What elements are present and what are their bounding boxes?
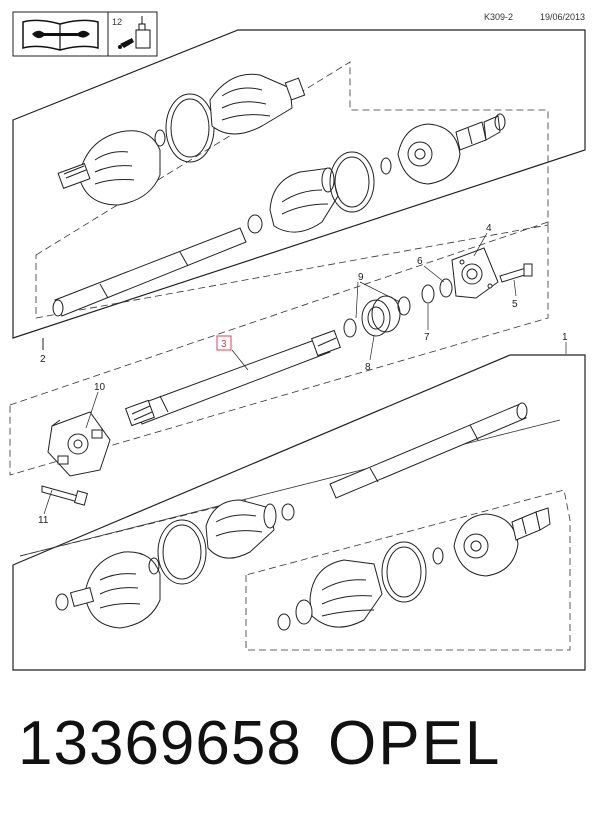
upper-clamp-band-b	[329, 151, 375, 213]
bearing-housing-4	[451, 247, 499, 299]
lower-clip-ring-d	[277, 613, 291, 631]
lower-boot-a	[205, 499, 277, 559]
icon-ref-number: 12	[112, 17, 122, 27]
brand-name: OPEL	[328, 709, 502, 778]
callout-9: 9	[358, 272, 364, 283]
lubricant-can-icon: 12	[112, 16, 151, 49]
lower-clamp-band-a	[157, 519, 207, 585]
lower-clip-ring-c	[281, 503, 295, 521]
lower-clip-ring-a	[55, 593, 69, 611]
middle-shaft-assembly	[9, 221, 549, 506]
upper-clip-ring-b	[247, 214, 263, 234]
upper-clamp-band-a	[165, 93, 215, 163]
lower-inner-tripod-joint	[453, 507, 551, 577]
diagram-code: K309-2	[484, 12, 513, 22]
upper-clip-ring-a	[154, 129, 166, 147]
leader-lines	[43, 232, 567, 515]
service-manual-icon	[22, 19, 99, 51]
upper-outer-cv-joint	[57, 130, 161, 206]
callout-5: 5	[512, 299, 518, 310]
snap-ring-9	[343, 318, 357, 338]
upper-clip-ring-c	[494, 113, 506, 131]
lower-clamp-band-b	[381, 541, 427, 603]
diagram-date: 19/06/2013	[540, 12, 585, 22]
washer-7	[421, 284, 435, 304]
callout-11: 11	[38, 515, 49, 526]
lower-shaft-assembly	[12, 354, 586, 671]
bearing-bracket-10	[47, 411, 111, 477]
bolt-5	[499, 263, 533, 283]
ring-6	[439, 278, 453, 298]
upper-inner-tripod-joint	[397, 115, 501, 185]
upper-shaft-assembly	[12, 29, 586, 339]
lower-boot-b	[295, 559, 383, 628]
part-number: 13369658	[18, 709, 302, 778]
callout-3: 3	[221, 339, 227, 350]
header-icon-box: 12	[12, 11, 158, 57]
callout-7: 7	[424, 332, 430, 343]
callout-6: 6	[417, 256, 423, 267]
lower-clip-ring-b	[148, 557, 160, 575]
bolt-11	[41, 485, 88, 506]
washer-9b	[397, 296, 411, 316]
callout-3-highlight	[216, 335, 232, 351]
callout-4: 4	[486, 223, 492, 234]
lower-intermediate-shaft	[329, 402, 528, 499]
lower-outer-cv-joint	[69, 551, 161, 629]
bearing-8	[361, 295, 401, 337]
callout-8: 8	[365, 362, 371, 373]
upper-boot-b	[269, 167, 339, 233]
callout-1: 1	[562, 332, 568, 343]
footer-bar: 13369658 OPEL	[10, 708, 590, 788]
upper-boot-a	[209, 73, 306, 135]
drive-shaft-3	[125, 329, 341, 427]
upper-intermediate-shaft	[52, 227, 247, 317]
callout-2: 2	[40, 354, 46, 365]
callout-10: 10	[94, 382, 106, 393]
